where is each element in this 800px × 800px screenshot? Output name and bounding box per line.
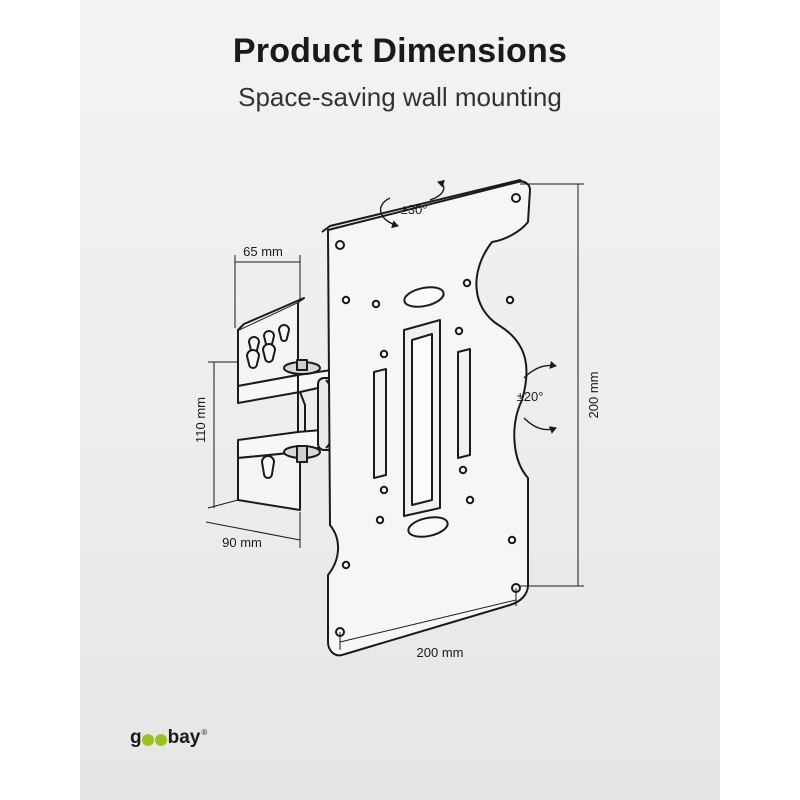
dim-label-plate-height: 200 mm (586, 372, 601, 419)
wall-bracket (237, 297, 347, 511)
keyhole-icon (246, 324, 290, 369)
dim-line-plate-width (339, 599, 517, 643)
tilt-label: ±20° (517, 389, 544, 404)
logo-dot-icon (142, 734, 155, 746)
rotate-arrow-icon (379, 197, 399, 229)
page-title: Product Dimensions (232, 32, 568, 70)
dim-label-bracket-width: 65 mm (243, 244, 283, 259)
page-subtitle: Space-saving wall mounting (238, 82, 562, 112)
tilt-arrow-icon (523, 417, 557, 434)
tilt-arrow-icon (523, 360, 557, 379)
dim-line-bracket-depth (205, 521, 301, 541)
dim-label-bracket-height: 110 mm (193, 397, 208, 443)
logo-dot-icon (155, 734, 168, 746)
rotate-arrow-icon (429, 179, 445, 201)
dim-label-bracket-depth: 90 mm (222, 535, 262, 550)
dim-label-plate-width: 200 mm (417, 645, 464, 660)
vesa-plate (321, 179, 531, 657)
rotation-label: ±30° (401, 202, 428, 217)
extension-line (207, 499, 239, 509)
